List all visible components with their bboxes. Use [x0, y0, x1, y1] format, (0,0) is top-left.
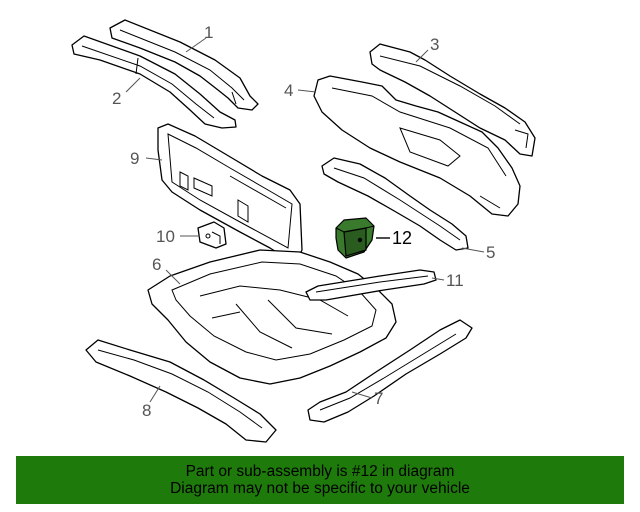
banner-line-2: Diagram may not be specific to your vehi… — [170, 480, 470, 497]
part-1-upper-rail[interactable] — [109, 19, 259, 111]
callout-9: 9 — [130, 149, 139, 168]
part-5-side-rail[interactable] — [321, 157, 469, 251]
part-10-bracket[interactable] — [197, 221, 227, 249]
part-2-lower-rail[interactable] — [71, 35, 237, 129]
callout-2: 2 — [112, 89, 121, 108]
callout-11: 11 — [446, 271, 464, 290]
part-11-cross-brace[interactable] — [305, 269, 437, 301]
leader-lines — [125, 37, 485, 403]
callout-12: 12 — [392, 228, 412, 248]
callout-labels: 1 2 3 4 5 6 7 8 9 10 11 12 — [112, 23, 495, 420]
callout-1: 1 — [204, 23, 213, 42]
info-banner: Part or sub-assembly is #12 in diagram D… — [16, 456, 624, 504]
callout-10: 10 — [156, 227, 175, 246]
parts-diagram: 1 2 3 4 5 6 7 8 9 10 11 12 — [71, 19, 536, 443]
banner-line-1: Part or sub-assembly is #12 in diagram — [185, 463, 455, 480]
part-3-upper-panel[interactable] — [369, 43, 536, 157]
part-4-side-panel[interactable] — [313, 75, 521, 217]
callout-8: 8 — [142, 401, 151, 420]
callout-4: 4 — [284, 81, 293, 100]
callout-3: 3 — [430, 35, 439, 54]
callout-7: 7 — [374, 389, 383, 408]
part-7-rear-rail[interactable] — [307, 319, 473, 423]
callout-6: 6 — [152, 255, 161, 274]
part-9-rear-panel[interactable] — [157, 123, 303, 263]
callout-5: 5 — [486, 243, 495, 262]
part-8-sill-rail[interactable] — [85, 339, 277, 443]
part-6-floor-pan[interactable] — [147, 249, 397, 385]
part-12-highlighted-bracket[interactable] — [335, 217, 375, 259]
